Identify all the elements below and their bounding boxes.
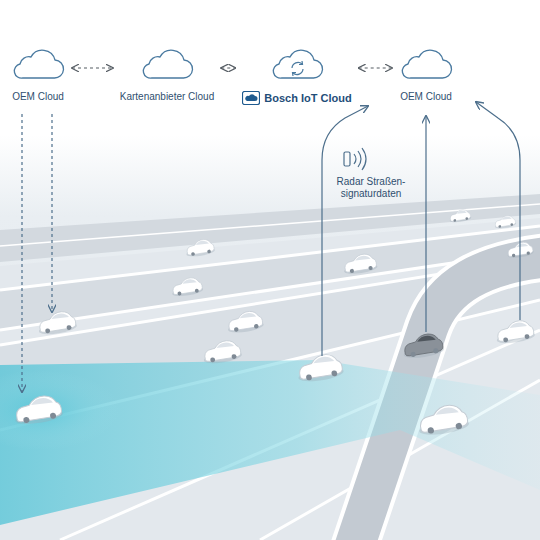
cloud-icon (140, 48, 194, 82)
car-figure (185, 238, 216, 258)
cloud-icon (399, 48, 453, 82)
car-figure (36, 310, 77, 337)
download-line (21, 114, 22, 392)
car-figure (12, 393, 63, 426)
cloud-label: Kartenanbieter Cloud (120, 91, 215, 103)
car-figure (170, 276, 203, 298)
car-figure (493, 214, 516, 229)
cloud-label: OEM Cloud (12, 91, 64, 103)
car-figure (448, 208, 471, 223)
radar-icon (344, 148, 366, 170)
cloud-label: Bosch IoT Cloud (264, 92, 351, 104)
cloud-node: Bosch IoT Cloud (238, 48, 355, 105)
car-figure (416, 402, 470, 437)
data-exchange-arrow (359, 67, 392, 68)
cloud-node: OEM Cloud (7, 48, 69, 103)
node-label-row: OEM Cloud (400, 91, 452, 103)
cloud-node: Kartenanbieter Cloud (116, 48, 219, 103)
node-label-row: OEM Cloud (12, 91, 64, 103)
cloud-node: OEM Cloud (395, 48, 457, 103)
radar-label: Radar Straßen- signaturdaten (329, 176, 413, 200)
node-label-row: Kartenanbieter Cloud (120, 91, 215, 103)
cloud-icon (11, 48, 65, 82)
upload-line (476, 102, 520, 320)
car-figure (226, 309, 265, 334)
car-figure (494, 319, 535, 346)
upload-line (425, 116, 426, 332)
upload-line (322, 106, 368, 356)
car-figure (342, 252, 378, 275)
data-exchange-arrow (221, 67, 235, 68)
car-figure (201, 339, 242, 366)
brand-logo (242, 91, 260, 105)
cloud-label: OEM Cloud (400, 91, 452, 103)
cloud-icon (270, 48, 324, 82)
car-figure (401, 332, 445, 360)
node-label-row: Bosch IoT Cloud (242, 91, 351, 105)
download-line (51, 114, 52, 312)
data-exchange-arrow (72, 67, 113, 68)
car-figure (296, 352, 345, 384)
sensor-field (0, 370, 120, 450)
